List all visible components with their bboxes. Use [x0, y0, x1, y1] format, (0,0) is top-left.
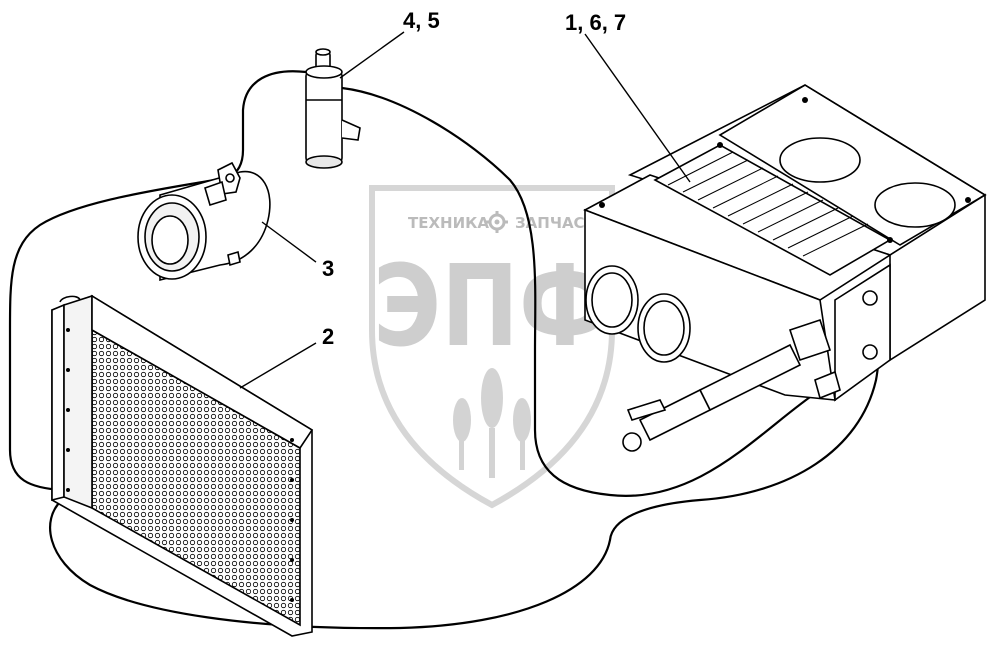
- compressor: [137, 161, 271, 282]
- callout-compressor: 3: [322, 256, 335, 281]
- wheat-icon: [453, 368, 531, 478]
- evaporator-unit: [583, 84, 987, 452]
- watermark-logo: ТЕХНИКА ЗАПЧАСТИ ЭПФ: [369, 185, 615, 509]
- callout-evaporator-unit: 1, 6, 7: [565, 10, 627, 35]
- refrigerant-lines: [8, 70, 884, 630]
- condenser: [51, 294, 314, 637]
- watermark-left-text: ТЕХНИКА: [408, 214, 489, 232]
- receiver-drier: [305, 48, 361, 169]
- gear-icon: [486, 211, 508, 233]
- watermark-shield: [369, 185, 615, 509]
- watermark-main-text: ЭПФ: [373, 242, 611, 372]
- callout-receiver-drier: 4, 5: [403, 8, 440, 33]
- leader-lines: [239, 31, 691, 389]
- callout-condenser: 2: [322, 324, 335, 349]
